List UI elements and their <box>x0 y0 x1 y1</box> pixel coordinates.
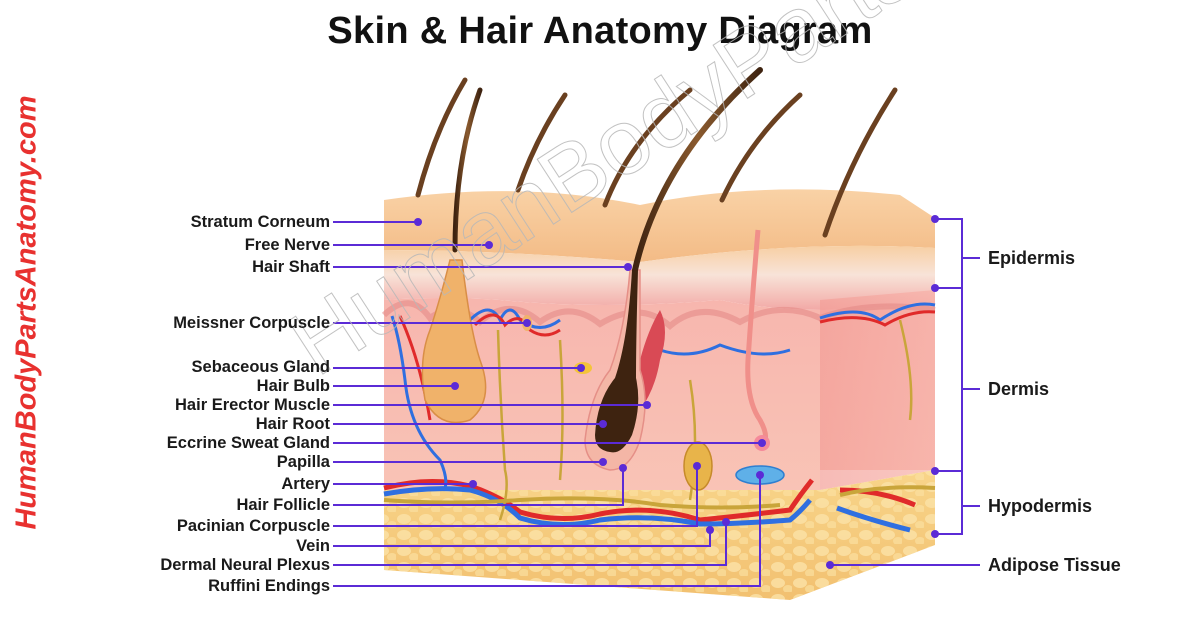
label-stratum-corneum: Stratum Corneum <box>190 213 330 231</box>
label-adipose-tissue: Adipose Tissue <box>988 555 1121 575</box>
label-hair-follicle: Hair Follicle <box>236 496 330 514</box>
left-leader-lines <box>333 221 762 587</box>
label-meissner-corpuscle: Meissner Corpuscle <box>173 314 330 332</box>
label-dermal-neural-plexus: Dermal Neural Plexus <box>160 556 330 574</box>
label-vein: Vein <box>296 537 330 555</box>
label-hypodermis: Hypodermis <box>988 496 1093 516</box>
label-dermis: Dermis <box>988 379 1050 399</box>
label-epidermis: Epidermis <box>988 248 1076 268</box>
label-eccrine-sweat-gland: Eccrine Sweat Gland <box>166 434 330 452</box>
label-papilla: Papilla <box>276 453 330 471</box>
label-pacinian-corpuscle: Pacinian Corpuscle <box>176 517 330 535</box>
label-ruffini-endings: Ruffini Endings <box>208 577 330 595</box>
label-artery: Artery <box>281 475 330 493</box>
label-hair-bulb: Hair Bulb <box>256 377 330 395</box>
label-free-nerve: Free Nerve <box>244 236 330 254</box>
label-hair-shaft: Hair Shaft <box>252 258 330 276</box>
diagram-title: Skin & Hair Anatomy Diagram <box>327 10 873 52</box>
label-hair-root: Hair Root <box>255 415 330 433</box>
layer-brackets <box>830 218 980 566</box>
label-hair-erector-muscle: Hair Erector Muscle <box>175 396 330 414</box>
left-leader-dots <box>414 218 766 534</box>
label-sebaceous-gland: Sebaceous Gland <box>191 358 330 376</box>
